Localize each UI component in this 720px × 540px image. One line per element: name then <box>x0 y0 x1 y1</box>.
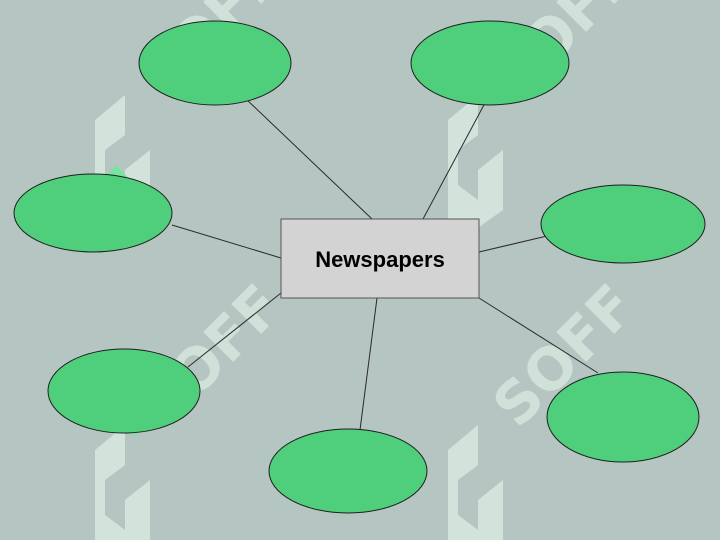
bubble-node-5[interactable] <box>47 348 201 434</box>
bubble-nodes <box>13 20 706 514</box>
connector-line <box>359 297 378 431</box>
bubble-node-2[interactable] <box>410 20 570 106</box>
center-topic-label: Newspapers <box>315 247 445 272</box>
bubble-shape[interactable] <box>13 173 173 253</box>
bubble-shape[interactable] <box>138 20 292 106</box>
connector-line <box>244 97 373 220</box>
bubble-node-1[interactable] <box>138 20 292 106</box>
bubble-node-6[interactable] <box>268 428 428 514</box>
center-topic-node[interactable]: Newspapers <box>280 218 480 299</box>
bubble-node-4[interactable] <box>540 184 706 264</box>
center-topic-box[interactable] <box>280 218 480 299</box>
connector-line <box>171 224 282 259</box>
bubble-shape[interactable] <box>268 428 428 514</box>
connector-line <box>187 292 282 368</box>
connector-line <box>422 102 486 220</box>
bubble-node-7[interactable] <box>546 371 700 463</box>
bubble-shape[interactable] <box>47 348 201 434</box>
connectors <box>171 97 599 431</box>
connector-line <box>478 297 599 374</box>
bubble-shape[interactable] <box>540 184 706 264</box>
bubble-node-3[interactable] <box>13 173 173 253</box>
connector-line <box>478 235 548 253</box>
bubble-shape[interactable] <box>546 371 700 463</box>
bubble-shape[interactable] <box>410 20 570 106</box>
